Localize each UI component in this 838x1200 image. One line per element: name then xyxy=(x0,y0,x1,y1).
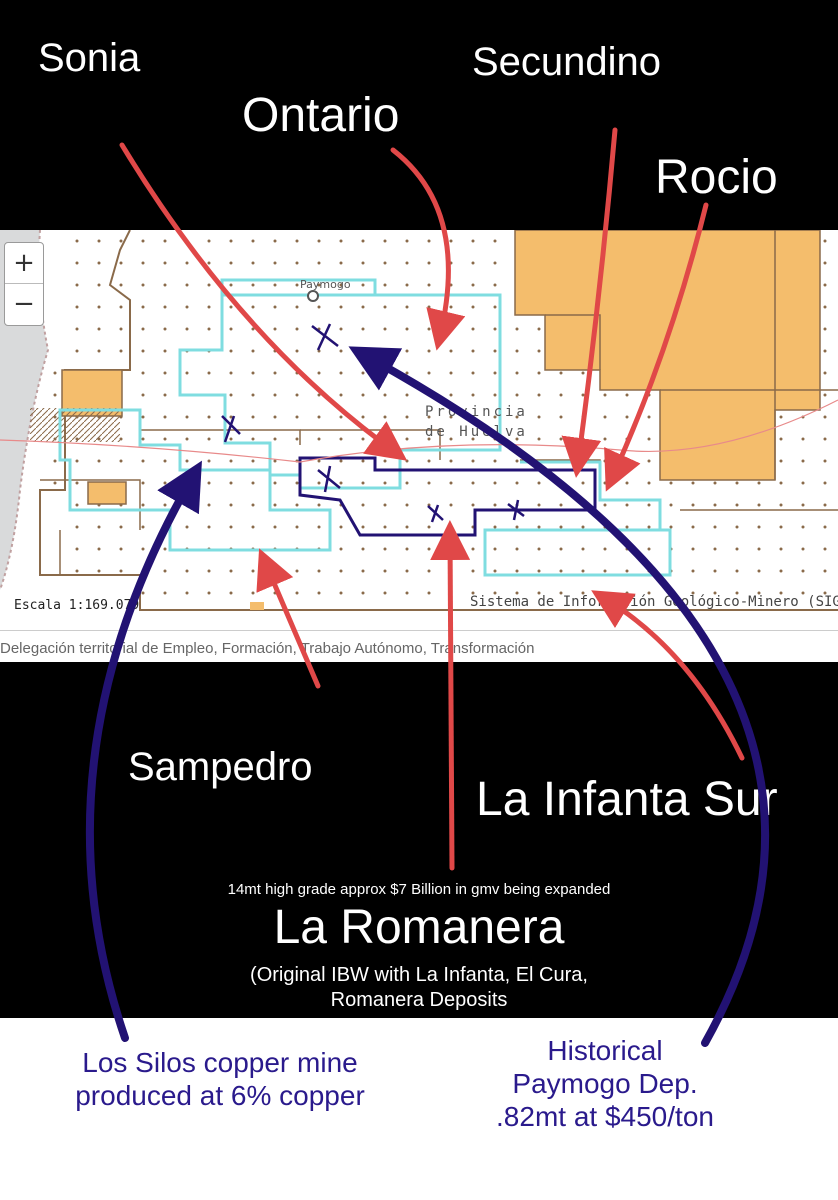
romanera-subtitle-line2: Romanera Deposits xyxy=(330,989,508,1011)
label-sampedro: Sampedro xyxy=(128,745,313,789)
footer-divider xyxy=(0,630,838,631)
paymogo-line3: .82mt at $450/ton xyxy=(496,1101,714,1132)
label-la-infanta-sur: La Infanta Sur xyxy=(476,773,778,826)
romanera-summary: 14mt high grade approx $7 Billion in gmv… xyxy=(227,881,611,898)
hatched-area xyxy=(30,408,120,442)
label-sonia: Sonia xyxy=(38,36,141,80)
los-silos-line2: produced at 6% copper xyxy=(75,1080,365,1111)
paymogo-line2: Paymogo Dep. xyxy=(512,1068,698,1099)
province-label-2: de Huelva xyxy=(425,424,528,440)
los-silos-line1: Los Silos copper mine xyxy=(82,1047,358,1078)
map-panel[interactable]: Paymogo Provincia de Huelva + − Escala 1… xyxy=(0,230,838,662)
romanera-subtitle: (Original IBW with La Infanta, El Cura, … xyxy=(0,963,838,1013)
label-rocio: Rocio xyxy=(655,151,778,204)
zoom-control: + − xyxy=(4,242,44,326)
map-footer: Delegación territorial de Empleo, Formac… xyxy=(0,640,535,657)
paymogo-marker[interactable] xyxy=(307,290,319,302)
province-label-1: Provincia xyxy=(425,404,528,420)
zoom-out-button[interactable]: − xyxy=(5,283,43,324)
notes-band xyxy=(0,1018,838,1200)
romanera-title: La Romanera xyxy=(273,901,565,954)
paymogo-line1: Historical xyxy=(547,1035,663,1066)
map-scale: Escala 1:169.079 xyxy=(14,598,140,613)
los-silos-note: Los Silos copper mine produced at 6% cop… xyxy=(30,1046,410,1112)
map-source: Sistema de Información Geológico-Minero … xyxy=(470,594,838,610)
romanera-subtitle-line1: (Original IBW with La Infanta, El Cura, xyxy=(250,964,588,986)
label-ontario: Ontario xyxy=(242,89,400,142)
zoom-in-button[interactable]: + xyxy=(13,248,35,278)
orange-concession-small xyxy=(87,481,127,505)
label-secundino: Secundino xyxy=(472,40,662,84)
paymogo-note: Historical Paymogo Dep. .82mt at $450/to… xyxy=(460,1034,750,1133)
town-label: Paymogo xyxy=(300,278,351,291)
